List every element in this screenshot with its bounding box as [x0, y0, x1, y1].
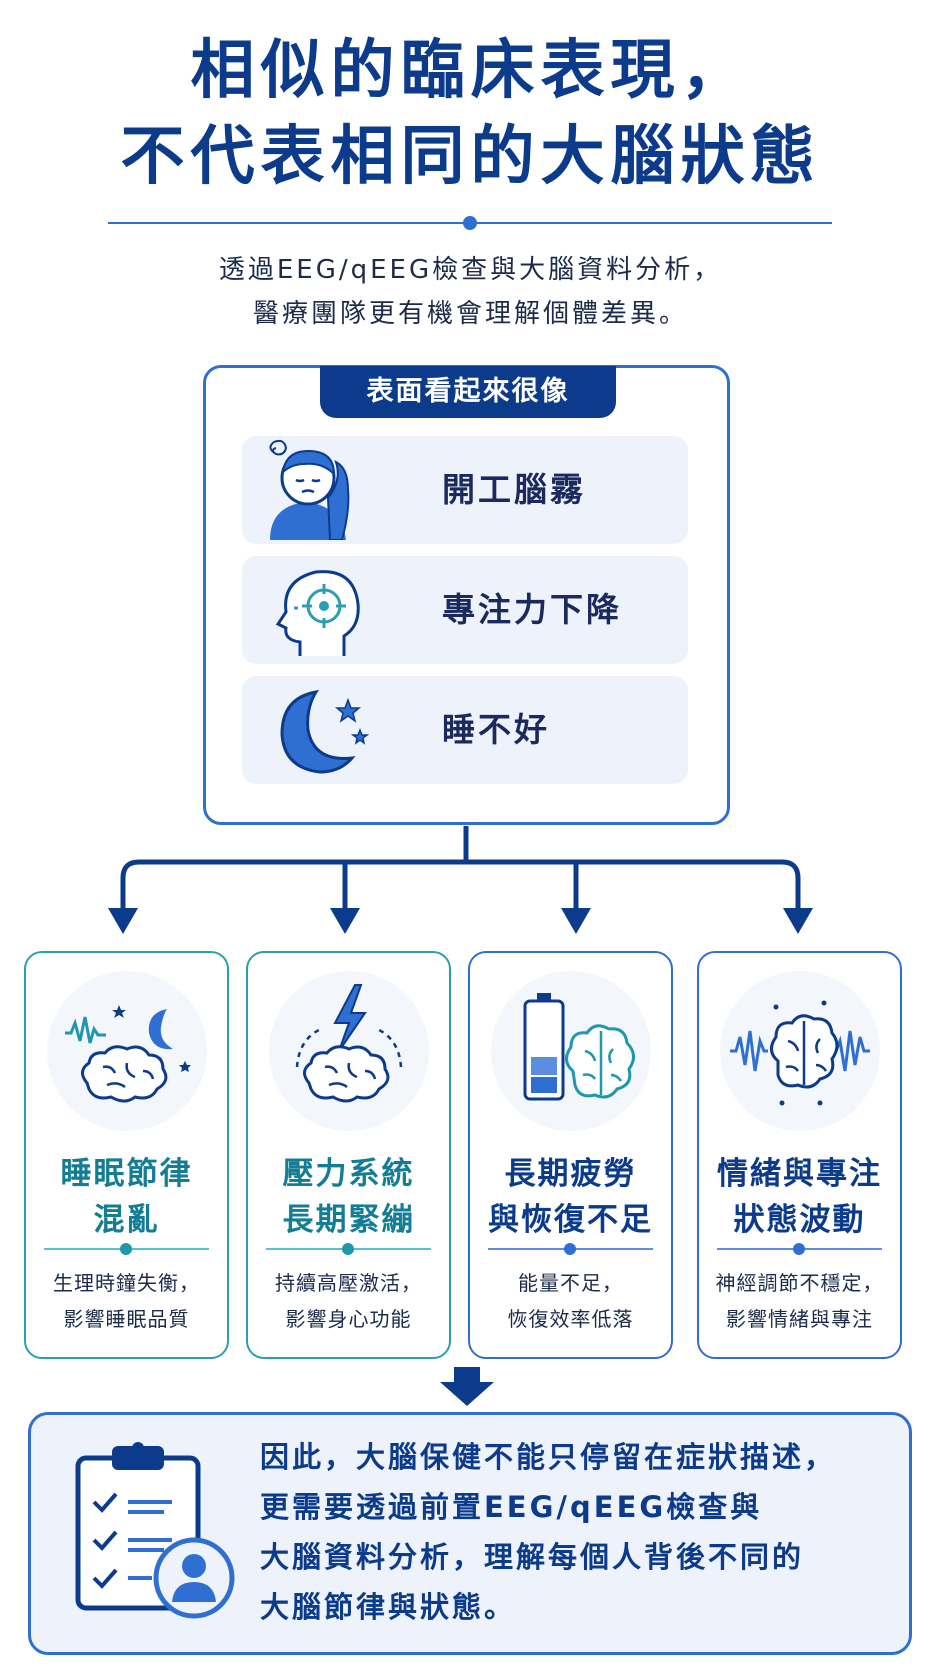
- brain-waves-icon: [730, 1000, 870, 1106]
- subtitle-line-1: 透過EEG/qEEG檢查與大腦資料分析，: [218, 255, 723, 285]
- symptom-text: 開工腦霧: [442, 470, 586, 509]
- card-desc-line-2: 恢復效率低落: [507, 1307, 634, 1331]
- arrow-head-1: [108, 908, 138, 934]
- card-icon-circle: [720, 971, 880, 1131]
- symptom-row-sleep: 睡不好: [242, 676, 688, 784]
- card-title-line-1: 睡眠節律: [60, 1156, 193, 1192]
- conclusion-line-1: 因此，大腦保健不能只停留在症狀描述，: [260, 1440, 837, 1474]
- brain-lightning-icon: [295, 984, 403, 1103]
- card-desc-line-1: 生理時鐘失衡，: [53, 1271, 200, 1295]
- page-title: 相似的臨床表現， 不代表相同的大腦狀態: [0, 28, 941, 200]
- card-title: 長期疲勞 與恢復不足: [470, 1151, 671, 1243]
- conclusion-line-4: 大腦節律與狀態。: [260, 1590, 517, 1624]
- title-line-2: 不代表相同的大腦狀態: [120, 120, 821, 194]
- symptom-text: 睡不好: [442, 710, 550, 749]
- conclusion-text: 因此，大腦保健不能只停留在症狀描述， 更需要透過前置EEG/qEEG檢查與 大腦…: [260, 1432, 900, 1632]
- card-sleep-rhythm: 睡眠節律 混亂 生理時鐘失衡， 影響睡眠品質: [24, 951, 229, 1359]
- subtitle: 透過EEG/qEEG檢查與大腦資料分析， 醫療團隊更有機會理解個體差異。: [0, 248, 941, 336]
- confused-person-icon: [269, 440, 350, 540]
- conclusion-line-3: 大腦資料分析，理解每個人背後不同的: [260, 1540, 805, 1574]
- card-title-line-1: 壓力系統: [282, 1156, 415, 1192]
- card-title-line-1: 情緒與專注: [717, 1156, 882, 1192]
- card-divider-dot: [342, 1243, 354, 1255]
- title-line-1: 相似的臨床表現，: [190, 34, 751, 108]
- card-title: 壓力系統 長期緊繃: [248, 1151, 449, 1243]
- card-title-line-2: 長期緊繃: [282, 1202, 415, 1238]
- card-title-line-2: 與恢復不足: [488, 1202, 653, 1238]
- card-icon-circle: [269, 971, 429, 1131]
- card-title: 睡眠節律 混亂: [26, 1151, 227, 1243]
- arrow-head-2: [330, 908, 360, 934]
- card-description: 神經調節不穩定， 影響情緒與專注: [699, 1265, 900, 1337]
- card-divider-dot: [120, 1243, 132, 1255]
- down-arrow-conclusion: [440, 1367, 494, 1406]
- card-description: 持續高壓激活， 影響身心功能: [248, 1265, 449, 1337]
- card-desc-line-2: 影響睡眠品質: [63, 1307, 190, 1331]
- card-emotion-focus: 情緒與專注 狀態波動 神經調節不穩定， 影響情緒與專注: [697, 951, 902, 1359]
- symptom-text: 專注力下降: [442, 590, 622, 629]
- card-fatigue-recovery: 長期疲勞 與恢復不足 能量不足， 恢復效率低落: [468, 951, 673, 1359]
- card-icon-circle: [491, 971, 651, 1131]
- card-desc-line-1: 神經調節不穩定，: [715, 1271, 884, 1295]
- card-desc-line-1: 能量不足，: [518, 1271, 623, 1295]
- brain-moon-wave-icon: [65, 1005, 191, 1103]
- clipboard-checklist-user-icon: [75, 1442, 235, 1619]
- title-divider-dot: [463, 216, 477, 230]
- arrow-head-4: [783, 908, 813, 934]
- card-description: 能量不足， 恢復效率低落: [470, 1265, 671, 1337]
- card-title-line-1: 長期疲勞: [504, 1156, 637, 1192]
- moon-stars-icon: [280, 689, 370, 774]
- arrow-head-3: [561, 908, 591, 934]
- subtitle-line-2: 醫療團隊更有機會理解個體差異。: [252, 299, 688, 329]
- card-divider-dot: [564, 1243, 576, 1255]
- card-stress-system: 壓力系統 長期緊繃 持續高壓激活， 影響身心功能: [246, 951, 451, 1359]
- battery-brain-icon: [523, 993, 635, 1101]
- surface-label: 表面看起來很像: [320, 366, 616, 418]
- card-desc-line-2: 影響身心功能: [285, 1307, 412, 1331]
- card-description: 生理時鐘失衡， 影響睡眠品質: [26, 1265, 227, 1337]
- head-target-icon: [275, 570, 360, 656]
- card-title: 情緒與專注 狀態波動: [699, 1151, 900, 1243]
- card-desc-line-2: 影響情緒與專注: [726, 1307, 873, 1331]
- card-title-line-2: 狀態波動: [733, 1202, 866, 1238]
- symptom-row-brain-fog: 開工腦霧: [242, 436, 688, 544]
- card-icon-circle: [47, 971, 207, 1131]
- card-divider-dot: [793, 1243, 805, 1255]
- card-title-line-2: 混亂: [93, 1202, 160, 1238]
- symptom-row-focus: 專注力下降: [242, 556, 688, 664]
- conclusion-line-2: 更需要透過前置EEG/qEEG檢查與: [260, 1490, 763, 1524]
- card-desc-line-1: 持續高壓激活，: [275, 1271, 422, 1295]
